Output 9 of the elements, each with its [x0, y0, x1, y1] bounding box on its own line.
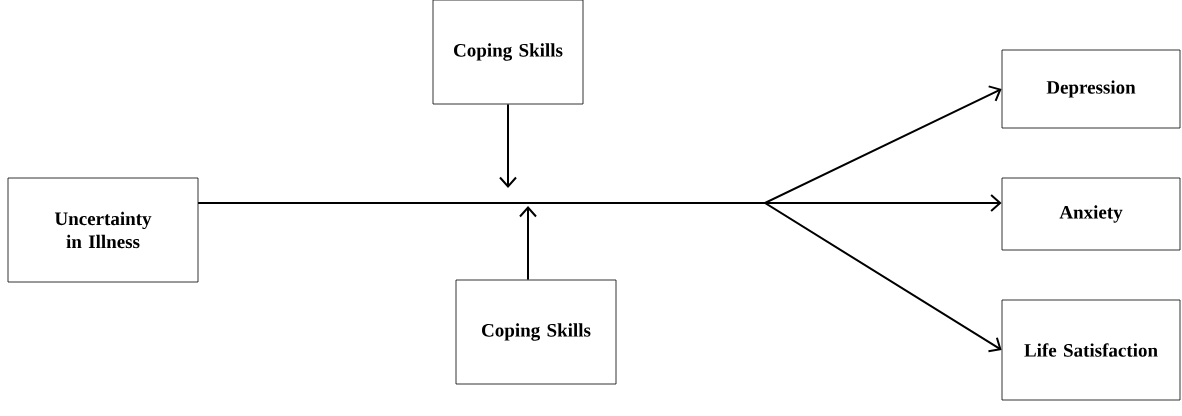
box: Coping Skills [432, 0, 584, 105]
box: Uncertainty in Illness [7, 177, 199, 283]
box: Coping Skills [455, 279, 617, 385]
arrow [197, 202, 1002, 353]
box: Anxiety [1001, 177, 1181, 251]
box: Depression [1001, 49, 1181, 129]
arrow [499, 103, 517, 188]
arrow [519, 206, 537, 281]
box: Life Satisfaction [1001, 299, 1181, 401]
